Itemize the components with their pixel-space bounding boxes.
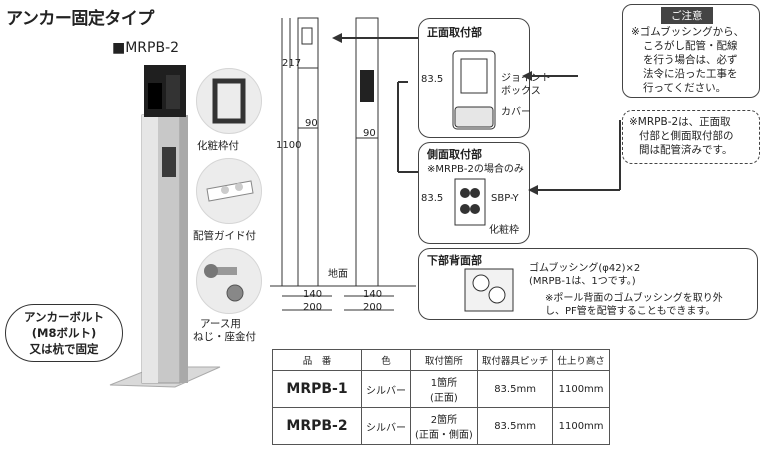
row1-color: シルバー [361,370,411,408]
bottom-panel-title: 下部背面部 [427,254,482,267]
frame-accessory-label: 化粧枠付 [197,140,239,152]
row1-pitch: 83.5mm [476,370,554,408]
front-panel-cover: カバー [501,107,531,118]
front-panel-joint-1: ジョイント [501,73,551,84]
ground-label: 地面 [328,269,348,280]
bushing-label-2: (MRPB-1は、1つです。) [529,276,636,287]
dimension-drawing [270,17,416,311]
header-location: 取付箇所 [410,349,478,371]
side-panel-drawing [454,178,486,226]
note2-box: ※MRPB-2は、正面取 付部と側面取付部の 間は配管済みです。 [622,110,760,164]
anchor-callout: アンカーボルト (M8ボルト) 又は杭で固定 [5,304,123,362]
model-label: ■MRPB-2 [112,40,180,56]
anchor-callout-line3: 又は杭で固定 [29,342,99,356]
front-mount-panel: 正面取付部 83.5 ジョイント ボックス カバー [418,18,551,138]
front-panel-dim: 83.5 [421,74,444,85]
guide-accessory-label: 配管ガイド付 [193,230,256,242]
note2-line-2: 付部と側面取付部の [639,130,734,142]
dim-base-outer-right: 200 [363,302,383,313]
anchor-callout-line1: アンカーボルト [23,310,105,324]
dim-width-right: 90 [363,128,376,139]
earth-screw-label-2: ねじ・座金付 [193,331,256,343]
spec-table: 品 番 色 取付箇所 取付器具ピッチ 仕上り高さ MRPB-1 シルバー 1箇所… [272,349,610,445]
side-panel-sbp: SBP-Y [491,193,519,204]
dim-base-outer-left: 200 [303,302,323,313]
pointer-arrows [332,33,621,195]
row1-location-2: (正面) [430,393,458,404]
side-panel-title: 側面取付部 [427,148,482,161]
earth-screw-image [196,248,262,314]
table-row: MRPB-1 シルバー 1箇所 (正面) 83.5mm 1100mm [272,370,610,408]
dim-base-inner-right: 140 [363,289,383,300]
bottom-back-panel: 下部背面部 ゴムブッシング(φ42)×2 (MRPB-1は、1つです。) ※ポー… [418,248,758,320]
frame-accessory-image [196,68,262,134]
caution-line-4: 法令に沿った工事を [643,68,738,80]
side-panel-dim: 83.5 [421,193,444,204]
row2-location: 2箇所 (正面・側面) [410,407,478,445]
note2-line-1: ※MRPB-2は、正面取 [629,116,731,128]
row1-location: 1箇所 (正面) [410,370,478,408]
anchor-callout-line2: (M8ボルト) [31,326,97,340]
dim-width-left: 90 [305,118,318,129]
front-panel-title: 正面取付部 [427,26,482,39]
row2-location-1: 2箇所 [430,415,458,426]
header-color: 色 [361,349,411,371]
dim-height: 1100 [276,140,302,151]
front-panel-joint-2: ボックス [501,86,541,97]
caution-line-5: 行ってください。 [643,82,727,94]
header-pitch: 取付器具ピッチ [476,349,554,371]
caution-box: ご注意 ※ゴムブッシングから、 ころがし配管・配線 を行う場合は、必ず 法令に沿… [622,4,760,98]
note2-line-3: 間は配管済みです。 [639,144,733,156]
header-height: 仕上り高さ [552,349,610,371]
pole-illustration [109,65,221,388]
side-panel-subtitle: ※MRPB-2の場合のみ [427,164,524,175]
caution-line-3: を行う場合は、必ず [643,54,738,66]
bottom-note-2: し、PF管を配管することもできます。 [545,306,716,317]
row1-height: 1100mm [552,370,610,408]
earth-screw-label-1: アース用 [200,318,241,330]
row2-color: シルバー [361,407,411,445]
page-title: アンカー固定タイプ [6,9,154,29]
row1-location-1: 1箇所 [430,378,458,389]
front-panel-drawing [452,50,496,130]
dim-base-inner-left: 140 [303,289,323,300]
row2-pitch: 83.5mm [476,407,554,445]
table-header-row: 品 番 色 取付箇所 取付器具ピッチ 仕上り高さ [272,349,610,371]
caution-line-2: ころがし配管・配線 [643,40,738,52]
bottom-panel-drawing [464,268,514,312]
header-part: 品 番 [272,349,362,371]
row2-height: 1100mm [552,407,610,445]
row2-location-2: (正面・側面) [415,430,473,441]
guide-accessory-image [196,158,262,224]
bushing-label-1: ゴムブッシング(φ42)×2 [529,263,641,274]
row1-part: MRPB-1 [272,370,362,408]
caution-heading: ご注意 [661,7,713,24]
row2-part: MRPB-2 [272,407,362,445]
side-mount-panel: 側面取付部 ※MRPB-2の場合のみ 83.5 SBP-Y 化粧枠 [418,142,530,244]
dim-top: 217 [282,58,302,69]
table-row: MRPB-2 シルバー 2箇所 (正面・側面) 83.5mm 1100mm [272,407,610,445]
caution-line-1: ※ゴムブッシングから、 [631,26,745,38]
bottom-note-1: ※ポール背面のゴムブッシングを取り外 [545,293,723,304]
side-panel-frame: 化粧枠 [489,225,519,236]
